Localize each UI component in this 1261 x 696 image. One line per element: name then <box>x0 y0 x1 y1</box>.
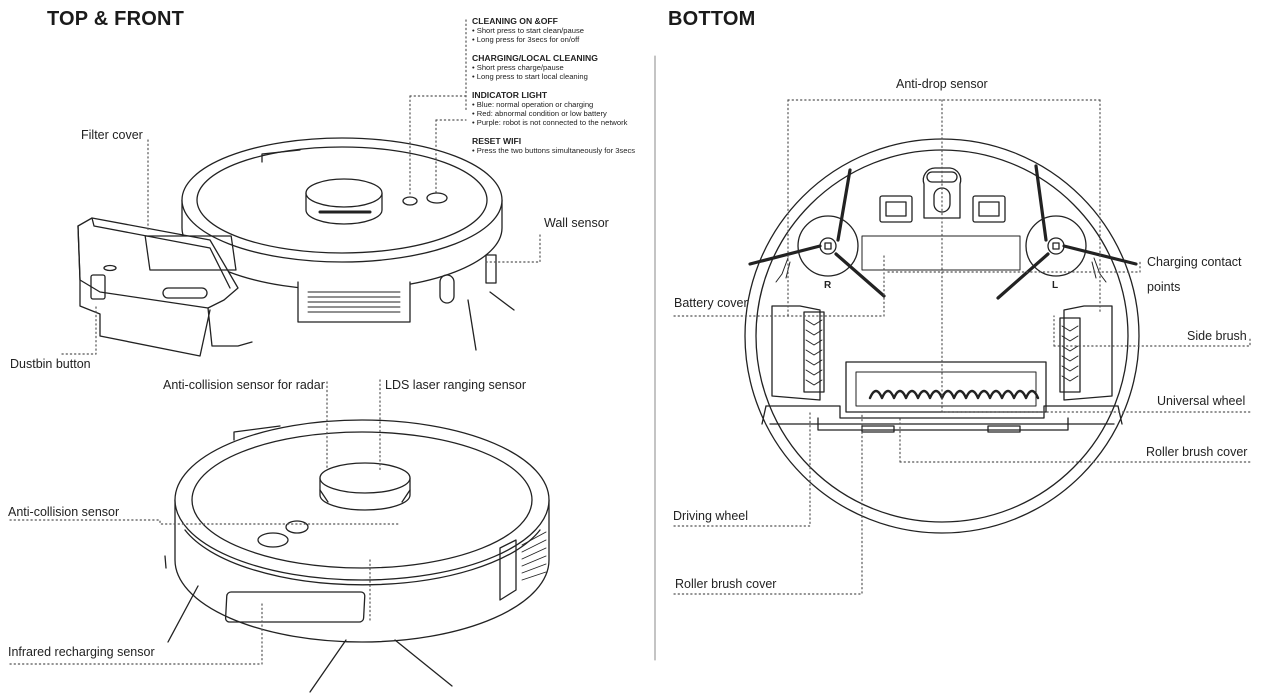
cleaning-button <box>402 196 418 206</box>
label-charging-contact: Charging contact <box>1147 255 1242 269</box>
panel-title: RESET WIFI <box>472 136 522 146</box>
driving-wheel-right <box>771 305 821 401</box>
charging-contact-right <box>972 195 1006 223</box>
panel-line: • Press the two buttons simultaneously f… <box>472 146 636 155</box>
side-brush-left <box>1025 215 1087 277</box>
panel-line: • Short press to start clean/pause <box>472 26 584 35</box>
panel-line: • Long press for 3secs for on/off <box>472 35 580 44</box>
panel-title: INDICATOR LIGHT <box>472 90 548 100</box>
label-roller-brush-cover-left: Roller brush cover <box>675 577 777 591</box>
charging-contact-left <box>879 195 913 223</box>
robot-top-view <box>181 137 515 351</box>
filter-cover-window <box>144 235 237 271</box>
label-wall-sensor: Wall sensor <box>544 216 609 230</box>
label-charging-contact-points: points <box>1147 280 1181 294</box>
robot-front-body <box>174 419 550 581</box>
driving-wheel-left <box>1063 305 1113 401</box>
panel-block-cleaning: CLEANING ON &OFF • Short press to start … <box>472 16 662 44</box>
heading-bottom: BOTTOM <box>668 8 756 30</box>
panel-line: • Purple: robot is not connected to the … <box>472 118 628 127</box>
wheel-mark-left: L <box>1052 280 1058 291</box>
wheel-mark-right: R <box>824 280 832 291</box>
panel-block-charging: CHARGING/LOCAL CLEANING • Short press ch… <box>472 53 662 81</box>
panel-line: • Blue: normal operation or charging <box>472 100 594 109</box>
dustbin-button-shape <box>90 274 106 300</box>
label-anti-drop: Anti-drop sensor <box>896 77 988 91</box>
roller-brush <box>845 361 1047 413</box>
panel-line: • Long press to start local cleaning <box>472 72 588 81</box>
heading-top-front: TOP & FRONT <box>47 8 185 30</box>
panel-block-indicator: INDICATOR LIGHT • Blue: normal operation… <box>472 90 662 127</box>
label-driving-wheel: Driving wheel <box>673 509 749 523</box>
label-battery-cover: Battery cover <box>674 296 748 310</box>
lidar-turret-front <box>319 462 411 494</box>
label-anti-collision-radar: Anti-collision sensor for radar <box>163 378 325 392</box>
robot-front-view <box>164 419 550 693</box>
dustbin <box>77 217 253 357</box>
label-filter-cover: Filter cover <box>81 128 143 142</box>
panel-line: • Red: abnormal condition or low battery <box>472 109 607 118</box>
panel-title: CHARGING/LOCAL CLEANING <box>472 53 598 63</box>
label-infrared-recharging: Infrared recharging sensor <box>8 645 155 659</box>
panel-line: • Short press charge/pause <box>472 63 564 72</box>
lidar-turret <box>305 178 383 208</box>
panel-title: CLEANING ON &OFF <box>472 16 558 26</box>
label-lds-sensor: LDS laser ranging sensor <box>385 378 527 392</box>
side-brush-right <box>797 215 859 277</box>
wall-sensor-window <box>439 274 455 304</box>
label-side-brush: Side brush <box>1187 329 1247 343</box>
label-universal-wheel: Universal wheel <box>1157 394 1246 408</box>
label-roller-brush-cover-right: Roller brush cover <box>1146 445 1248 459</box>
panel-block-reset-wifi: RESET WIFI • Press the two buttons simul… <box>472 136 662 155</box>
label-dustbin-button: Dustbin button <box>10 357 91 371</box>
leader-lines <box>9 19 1251 665</box>
charging-button <box>426 192 448 204</box>
button-instructions-panel: CLEANING ON &OFF • Short press to start … <box>472 16 662 164</box>
label-anti-collision: Anti-collision sensor <box>8 505 120 519</box>
